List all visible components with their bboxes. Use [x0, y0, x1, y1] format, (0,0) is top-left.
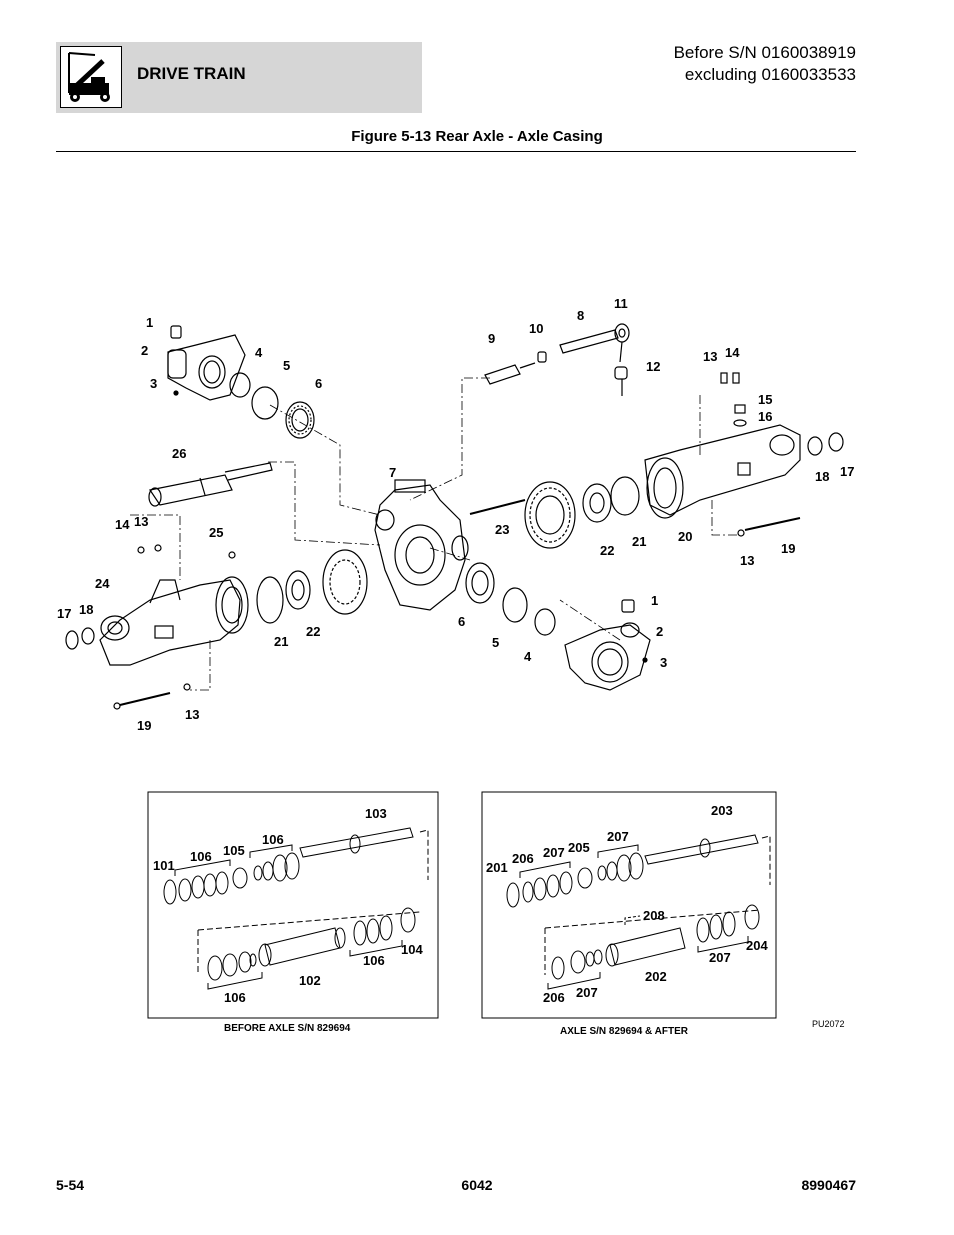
serial-range: Before S/N 0160038919 excluding 01600335… — [674, 42, 856, 86]
callout-103: 103 — [365, 806, 387, 821]
callout-18-right: 18 — [815, 469, 829, 484]
callout-101: 101 — [153, 858, 175, 873]
telehandler-icon — [60, 46, 122, 108]
callout-10: 10 — [529, 321, 543, 336]
callout-14-left: 14 — [115, 517, 130, 532]
callout-1-lower: 1 — [651, 593, 658, 608]
callout-207-b: 207 — [543, 845, 565, 860]
callout-104: 104 — [401, 942, 423, 957]
callout-19-right: 19 — [781, 541, 795, 556]
callout-19-left: 19 — [137, 718, 151, 733]
callout-13-lower-left: 13 — [185, 707, 199, 722]
pivot-bracket-upper — [167, 325, 246, 401]
callout-4-lower: 4 — [524, 649, 532, 664]
pivot-bracket-lower — [564, 599, 651, 691]
callout-4-upper: 4 — [255, 345, 263, 360]
callout-13-right: 13 — [740, 553, 754, 568]
cylinder-detail-after — [506, 834, 771, 990]
serial-line-1: Before S/N 0160038919 — [673, 43, 856, 62]
callout-204: 204 — [746, 938, 768, 953]
callout-206-a: 206 — [512, 851, 534, 866]
detail-caption-after: AXLE S/N 829694 & AFTER — [560, 1026, 689, 1037]
callout-105: 105 — [223, 843, 245, 858]
ring-gear-upper — [524, 481, 576, 549]
callout-9: 9 — [488, 331, 495, 346]
callout-11: 11 — [614, 296, 628, 311]
callout-106-c: 106 — [363, 953, 385, 968]
callout-26: 26 — [172, 446, 186, 461]
manual-number: 8990467 — [801, 1177, 856, 1193]
model-number: 6042 — [461, 1177, 493, 1193]
section-title: DRIVE TRAIN — [137, 64, 246, 83]
callout-203: 203 — [711, 803, 733, 818]
callout-207-c: 207 — [709, 950, 731, 965]
detail-caption-before: BEFORE AXLE S/N 829694 — [224, 1023, 351, 1034]
callout-8: 8 — [577, 308, 584, 323]
callout-13-left: 13 — [134, 514, 148, 529]
header-rule — [56, 151, 856, 152]
callout-106-b: 106 — [190, 849, 212, 864]
callout-202: 202 — [645, 969, 667, 984]
callout-22-right: 22 — [600, 543, 614, 558]
callout-207-a: 207 — [607, 829, 629, 844]
callout-12: 12 — [646, 359, 660, 374]
callout-106-d: 106 — [224, 990, 246, 1005]
callout-22-left: 22 — [306, 624, 320, 639]
callout-14-upper-right: 14 — [725, 345, 740, 360]
callout-207-d: 207 — [576, 985, 598, 1000]
differential-housing — [374, 479, 469, 611]
callout-16: 16 — [758, 409, 772, 424]
tie-rod-assembly — [484, 323, 630, 396]
callout-1-upper: 1 — [146, 315, 153, 330]
callout-23: 23 — [495, 522, 509, 537]
callout-18-left: 18 — [79, 602, 93, 617]
figure-title: Figure 5-13 Rear Axle - Axle Casing — [351, 128, 603, 145]
bearing-upper — [285, 401, 315, 439]
callout-3-upper: 3 — [150, 376, 157, 391]
callout-25: 25 — [209, 525, 223, 540]
callout-102: 102 — [299, 973, 321, 988]
callout-3-lower: 3 — [660, 655, 667, 670]
callout-206-b: 206 — [543, 990, 565, 1005]
callout-21-right: 21 — [632, 534, 646, 549]
cylinder-detail-before — [163, 827, 429, 990]
drawing-code: PU2072 — [812, 1019, 845, 1029]
callout-2-lower: 2 — [656, 624, 663, 639]
callout-20: 20 — [678, 529, 692, 544]
callout-7: 7 — [389, 465, 396, 480]
serial-line-2: excluding 0160033533 — [684, 65, 856, 84]
callout-24: 24 — [95, 576, 110, 591]
axle-casing-right — [644, 372, 844, 519]
callout-17-right: 17 — [840, 464, 854, 479]
callout-6-lower: 6 — [458, 614, 465, 629]
callout-15: 15 — [758, 392, 772, 407]
axle-casing-left — [65, 544, 249, 666]
callout-2-upper: 2 — [141, 343, 148, 358]
callout-5-lower: 5 — [492, 635, 499, 650]
callout-201: 201 — [486, 860, 508, 875]
callout-17-left: 17 — [57, 606, 71, 621]
callout-106-a: 106 — [262, 832, 284, 847]
callout-208: 208 — [643, 908, 665, 923]
callout-6-upper: 6 — [315, 376, 322, 391]
callout-205: 205 — [568, 840, 590, 855]
callout-13-upper-right: 13 — [703, 349, 717, 364]
callout-5-upper: 5 — [283, 358, 290, 373]
callout-21-left: 21 — [274, 634, 288, 649]
drive-shaft — [148, 462, 273, 507]
page-number: 5-54 — [56, 1177, 85, 1193]
